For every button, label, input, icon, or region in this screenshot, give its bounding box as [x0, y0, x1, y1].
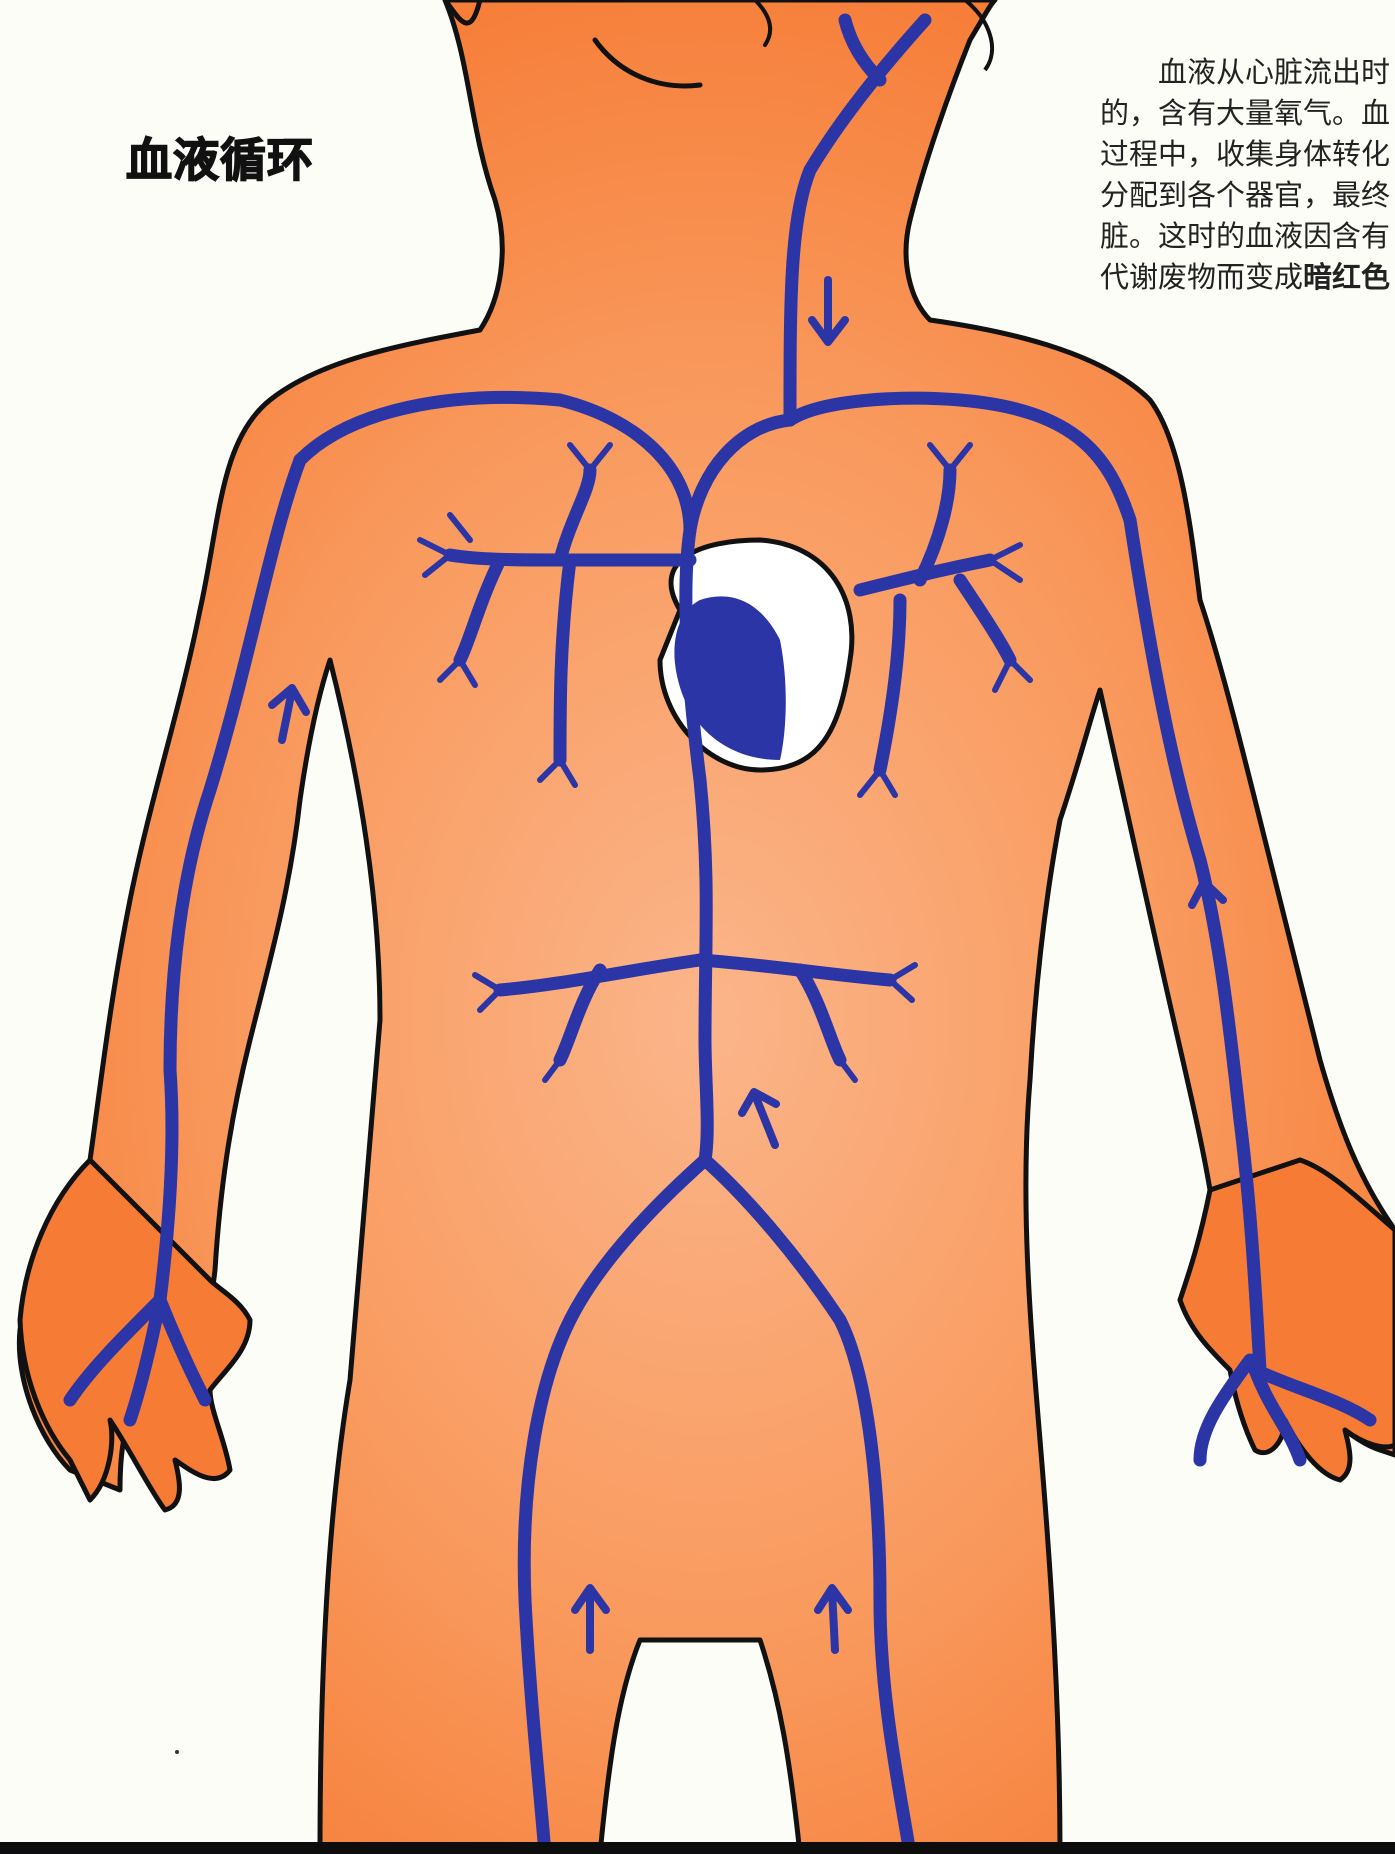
caption-line: 的，含有大量氧气。血: [1100, 93, 1395, 134]
caption-line: 过程中，收集身体转化: [1100, 134, 1395, 175]
bottom-border: [0, 1842, 1395, 1854]
speck: [175, 1750, 179, 1754]
page-title: 血液循环: [126, 124, 314, 190]
caption-line-prefix: 代谢废物而变成: [1100, 260, 1303, 294]
caption-line: 分配到各个器官，最终: [1100, 175, 1395, 216]
caption-line: 脏。这时的血液因含有: [1100, 216, 1395, 257]
caption-bold-term: 暗红色: [1303, 260, 1390, 294]
caption-line: 血液从心脏流出时: [1100, 52, 1395, 93]
caption-text: 血液从心脏流出时 的，含有大量氧气。血 过程中，收集身体转化 分配到各个器官，最…: [1100, 52, 1395, 298]
caption-line-last: 代谢废物而变成暗红色: [1100, 257, 1395, 298]
